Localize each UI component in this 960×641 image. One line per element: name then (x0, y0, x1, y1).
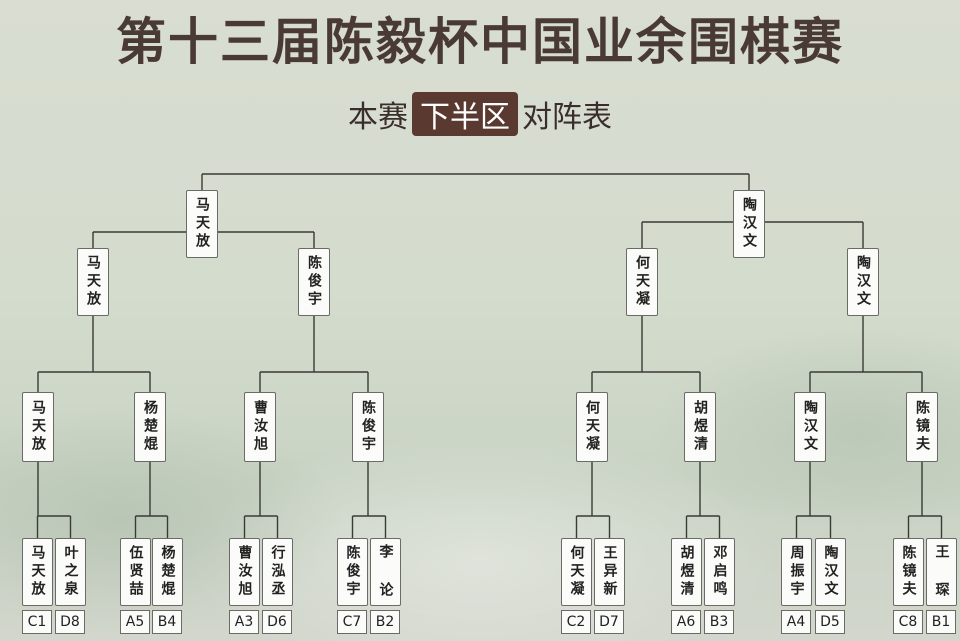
player-box: 王异新 (594, 538, 625, 606)
seed-label: A4 (781, 610, 811, 634)
player-box: 曹汝旭 (229, 538, 260, 606)
round3-winner-box: 何天凝 (626, 248, 658, 316)
subtitle-highlight: 下半区 (412, 92, 518, 136)
player-box: 王 琛 (926, 538, 957, 606)
subtitle-prefix: 本赛 (348, 100, 408, 135)
seed-label: C2 (561, 610, 591, 634)
player-box: 何天凝 (561, 538, 592, 606)
player-box: 杨楚焜 (152, 538, 183, 606)
player-box: 李 论 (370, 538, 401, 606)
round2-winner-box: 陈镜夫 (906, 392, 938, 462)
round3-winner-box: 马天放 (77, 248, 109, 316)
player-box: 叶之泉 (55, 538, 86, 606)
round2-winner-box: 何天凝 (576, 392, 608, 462)
subtitle-suffix: 对阵表 (522, 100, 612, 135)
player-box: 行泓丞 (262, 538, 293, 606)
player-box: 邓启鸣 (704, 538, 735, 606)
seed-label: B4 (152, 610, 182, 634)
round2-winner-box: 陈俊宇 (352, 392, 384, 462)
player-box: 伍贤喆 (120, 538, 151, 606)
player-box: 马天放 (22, 538, 53, 606)
player-box: 陈镜夫 (893, 538, 924, 606)
player-box: 陈俊宇 (337, 538, 368, 606)
seed-label: A5 (120, 610, 150, 634)
round2-winner-box: 陶汉文 (794, 392, 826, 462)
seed-label: D8 (55, 610, 85, 634)
seed-label: D5 (815, 610, 845, 634)
round2-winner-box: 杨楚焜 (134, 392, 166, 462)
seed-label: B2 (370, 610, 400, 634)
seed-label: D7 (594, 610, 624, 634)
round2-winner-box: 胡煜清 (684, 392, 716, 462)
seed-label: A3 (229, 610, 259, 634)
round3-winner-box: 陈俊宇 (298, 248, 330, 316)
round2-winner-box: 马天放 (22, 392, 54, 462)
round3-winner-box: 陶汉文 (847, 248, 879, 316)
seed-label: C1 (22, 610, 52, 634)
seed-label: A6 (671, 610, 701, 634)
subtitle: 本赛下半区对阵表 (0, 92, 960, 136)
semifinal-winner-box: 马天放 (186, 190, 218, 258)
seed-label: B3 (704, 610, 734, 634)
semifinal-winner-box: 陶汉文 (733, 190, 765, 258)
seed-label: B1 (926, 610, 956, 634)
seed-label: C7 (337, 610, 367, 634)
round2-winner-box: 曹汝旭 (244, 392, 276, 462)
seed-label: C8 (893, 610, 923, 634)
player-box: 周振宇 (781, 538, 812, 606)
player-box: 陶汉文 (815, 538, 846, 606)
page-title: 第十三届陈毅杯中国业余围棋赛 (116, 13, 844, 71)
player-box: 胡煜清 (671, 538, 702, 606)
seed-label: D6 (262, 610, 292, 634)
